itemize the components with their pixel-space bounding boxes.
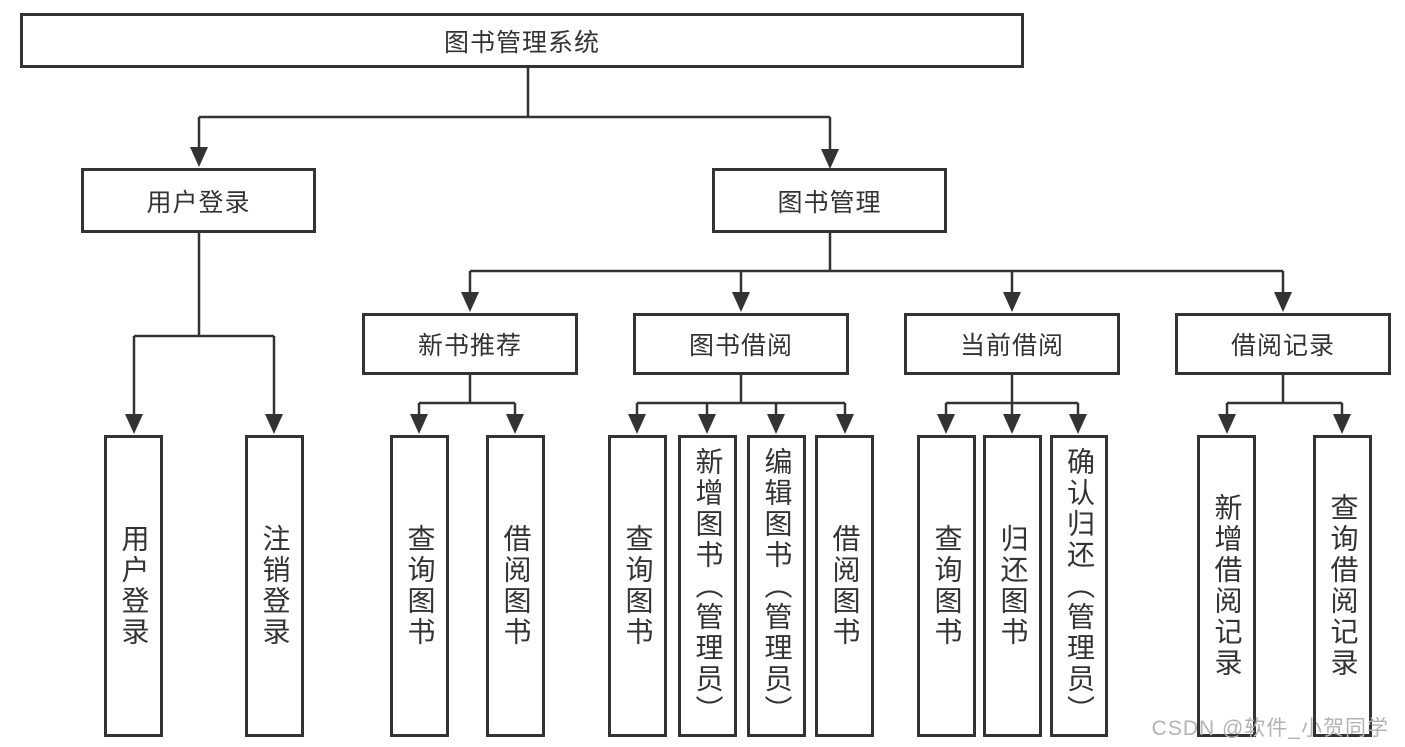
node-leaf-query-borrow-record: 查询借阅记录: [1313, 435, 1372, 737]
watermark: CSDN @软件_小贺同学: [1151, 717, 1389, 740]
connector-user-login-split: [132, 233, 276, 415]
node-leaf-borrow-books: 借阅图书: [815, 435, 874, 737]
node-book-management: 图书管理: [712, 168, 947, 233]
node-leaf-borrow-books-recommend: 借阅图书: [486, 435, 545, 737]
node-user-login: 用户登录: [81, 168, 316, 233]
node-library-management-system: 图书管理系统: [20, 13, 1024, 68]
node-leaf-return-book: 归还图书: [983, 435, 1042, 737]
connector-book-management-split: [468, 233, 1285, 293]
node-leaf-logout: 注销登录: [245, 435, 304, 737]
node-leaf-edit-book-admin: 编辑图书（管理员）: [747, 435, 806, 737]
node-leaf-user-login: 用户登录: [104, 435, 163, 737]
node-leaf-query-books-current: 查询图书: [917, 435, 976, 737]
node-book-borrowing: 图书借阅: [633, 313, 849, 375]
node-leaf-query-books-recommend: 查询图书: [390, 435, 449, 737]
connector-group-trunks: [468, 375, 1285, 403]
node-leaf-add-borrow-record: 新增借阅记录: [1197, 435, 1256, 737]
node-borrowing-records: 借阅记录: [1175, 313, 1391, 375]
node-new-book-recommendation: 新书推荐: [362, 313, 578, 375]
node-leaf-query-books-borrow: 查询图书: [608, 435, 667, 737]
connector-root-split: [197, 68, 832, 149]
connector-group-rails: [417, 401, 1344, 415]
node-leaf-confirm-return-admin: 确认归还（管理员）: [1050, 435, 1108, 737]
node-current-borrowing: 当前借阅: [904, 313, 1120, 375]
node-leaf-add-book-admin: 新增图书（管理员）: [678, 435, 737, 737]
